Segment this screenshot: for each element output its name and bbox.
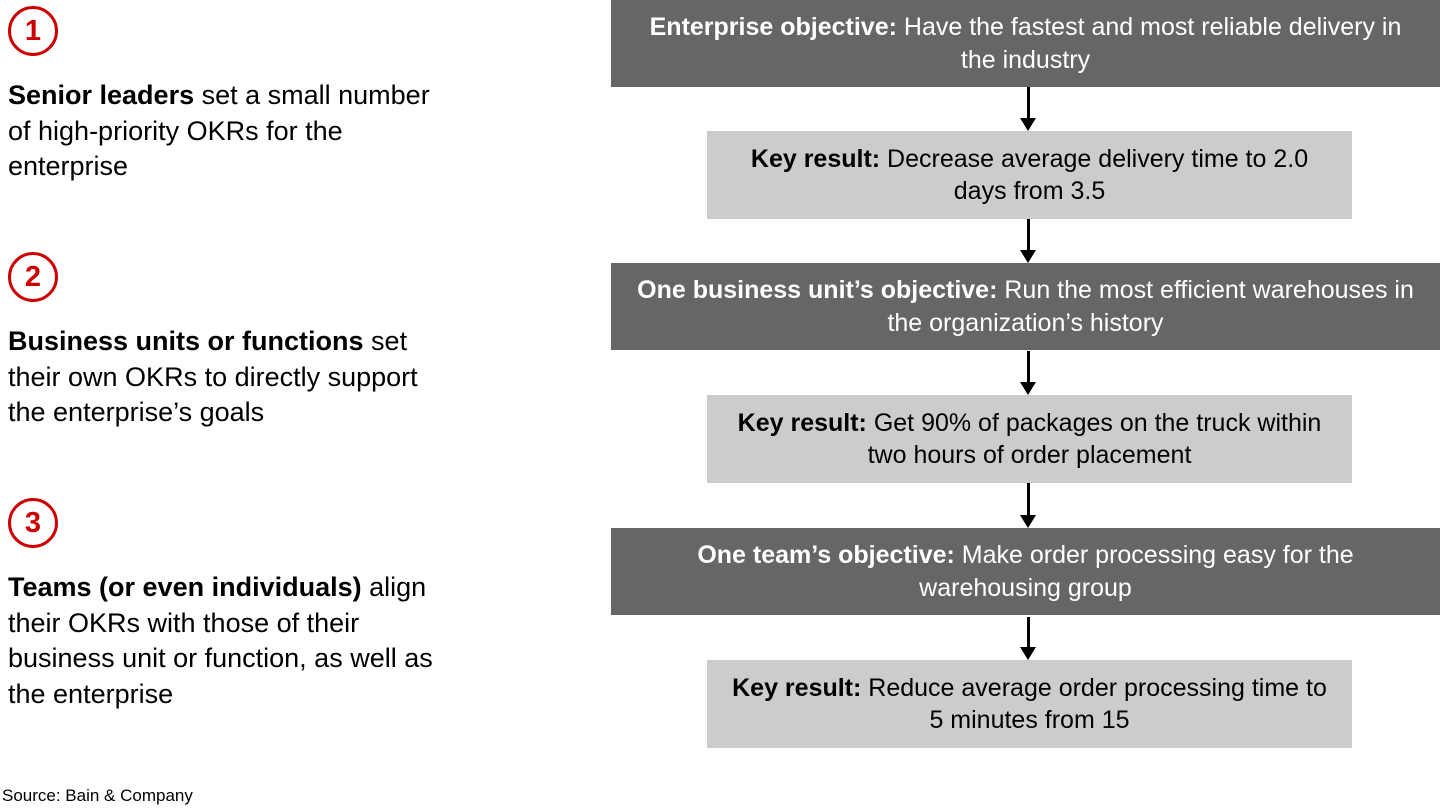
flow-node-label-5: One team’s objective:: [697, 541, 955, 569]
flow-arrow-1: [1020, 87, 1036, 131]
flow-node-key-result-3: Key result: Reduce average order process…: [707, 660, 1352, 748]
flow-node-key-result-2: Key result: Get 90% of packages on the t…: [707, 395, 1352, 483]
flow-node-label-6: Key result:: [732, 673, 862, 702]
flow-node-body-2: Decrease average delivery time to 2.0 da…: [880, 144, 1309, 206]
flow-node-body-1: Have the fastest and most reliable deliv…: [896, 13, 1402, 74]
flow-node-body-6: Reduce average order processing time to …: [861, 673, 1327, 735]
flow-node-label-4: Key result:: [737, 408, 867, 437]
flow-node-enterprise-objective: Enterprise objective: Have the fastest a…: [611, 0, 1440, 87]
flow-node-body-4: Get 90% of packages on the truck within …: [866, 408, 1322, 470]
step-number-badge-1: 1: [8, 6, 58, 56]
flow-node-text-1: Enterprise objective: Have the fastest a…: [629, 11, 1422, 76]
flow-node-text-5: One team’s objective: Make order process…: [629, 539, 1422, 604]
flow-node-body-5: Make order processing easy for the wareh…: [919, 541, 1354, 602]
step-description-3: Teams (or even individuals) align their …: [8, 570, 438, 713]
flow-node-business-unit-objective: One business unit’s objective: Run the m…: [611, 263, 1440, 350]
step-item-2: 2 Business units or functions set their …: [8, 252, 448, 431]
step-number-badge-2: 2: [8, 252, 58, 302]
source-note: Source: Bain & Company: [2, 786, 193, 805]
flow-arrow-3: [1020, 351, 1036, 395]
flow-node-label-2: Key result:: [750, 144, 881, 173]
flow-arrow-4: [1020, 483, 1036, 528]
step-number-2: 2: [24, 260, 42, 293]
step-description-2-bold: Business units or functions: [8, 326, 364, 356]
flow-node-body-3: Run the most efficient warehouses in the…: [887, 276, 1414, 337]
step-description-1-rest: set a small number of high-priority OKRs…: [8, 80, 430, 182]
flow-node-label-1: Enterprise objective:: [649, 13, 897, 41]
step-description-3-bold: Teams (or even individuals): [8, 572, 362, 602]
flow-node-text-6: Key result: Reduce average order process…: [725, 672, 1334, 737]
step-description-3-rest: align their OKRs with those of their bus…: [8, 572, 433, 709]
step-description-2-rest: set their own OKRs to directly support t…: [8, 326, 418, 428]
step-item-1: 1 Senior leaders set a small number of h…: [8, 6, 448, 185]
flow-node-team-objective: One team’s objective: Make order process…: [611, 528, 1440, 615]
step-number-3: 3: [24, 506, 42, 539]
step-item-3: 3 Teams (or even individuals) align thei…: [8, 498, 448, 713]
flow-node-text-4: Key result: Get 90% of packages on the t…: [725, 407, 1334, 472]
step-description-2: Business units or functions set their ow…: [8, 324, 438, 431]
steps-column: 1 Senior leaders set a small number of h…: [0, 0, 470, 810]
flow-node-text-3: One business unit’s objective: Run the m…: [629, 274, 1422, 339]
flow-node-text-2: Key result: Decrease average delivery ti…: [725, 143, 1334, 208]
flow-node-key-result-1: Key result: Decrease average delivery ti…: [707, 131, 1352, 219]
step-number-1: 1: [24, 14, 42, 47]
step-number-badge-3: 3: [8, 498, 58, 548]
flow-node-label-3: One business unit’s objective:: [637, 276, 998, 304]
flow-arrow-2: [1020, 219, 1036, 263]
step-description-1-bold: Senior leaders: [8, 80, 195, 110]
step-description-1: Senior leaders set a small number of hig…: [8, 78, 438, 185]
flow-arrow-5: [1020, 617, 1036, 660]
